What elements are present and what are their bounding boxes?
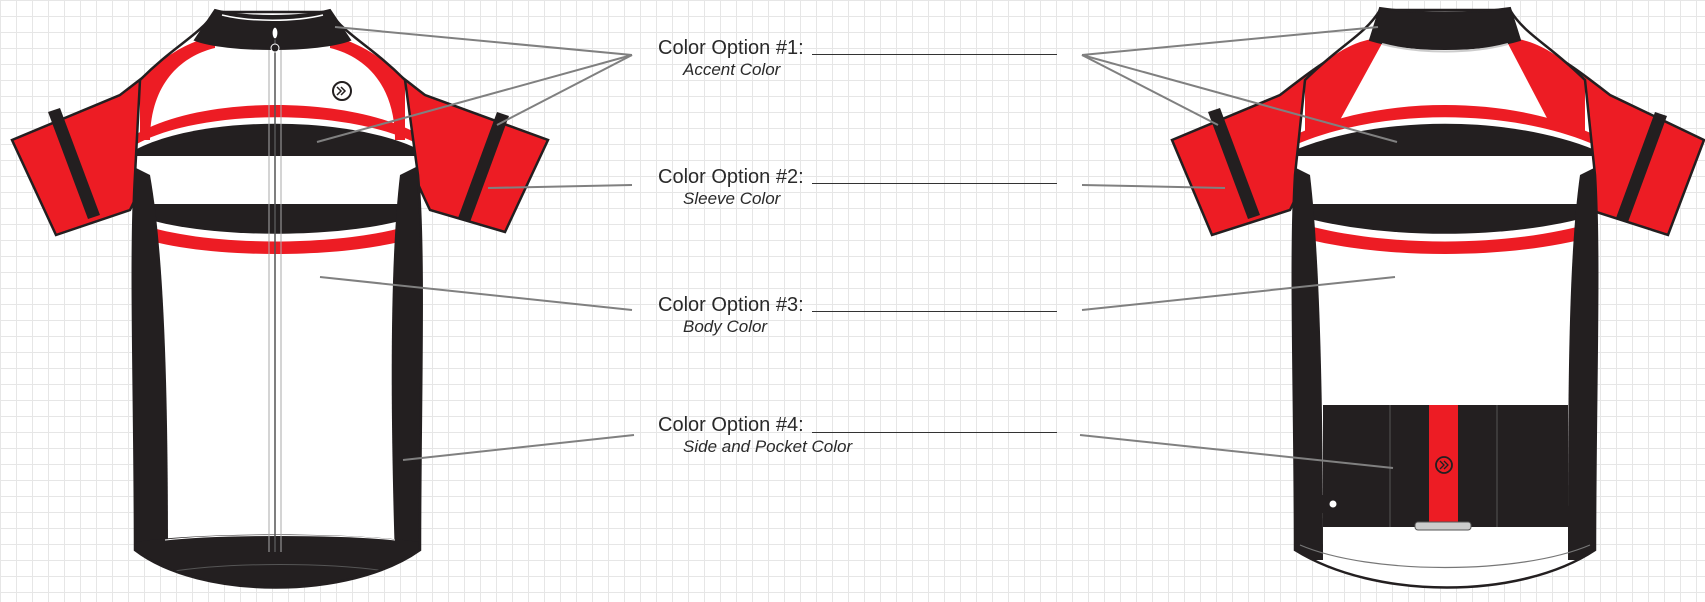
color-option-3-title: Color Option #3: xyxy=(658,294,804,316)
color-option-4: Color Option #4: Side and Pocket Color xyxy=(658,414,1088,458)
back-right-sleeve-stripe xyxy=(1616,112,1667,222)
leader-2-back xyxy=(1081,184,1226,189)
color-option-2-subtitle: Sleeve Color xyxy=(683,189,781,208)
front-right-sleeve-stripe xyxy=(458,112,509,222)
front-jersey xyxy=(10,8,550,589)
leader-3-back xyxy=(1081,276,1396,311)
leader-4-back xyxy=(1079,434,1394,469)
back-right-side-panel xyxy=(1568,160,1598,560)
reflective-tab-icon xyxy=(1322,495,1340,513)
front-left-side-panel xyxy=(132,160,168,560)
leader-2-front xyxy=(487,184,633,189)
back-jersey xyxy=(1170,6,1705,589)
color-option-3-rule xyxy=(812,311,1057,312)
color-option-1: Color Option #1: Accent Color xyxy=(658,37,1088,81)
color-option-2-title: Color Option #2: xyxy=(658,166,804,188)
front-accent-arc-top xyxy=(135,105,420,145)
front-black-band-upper xyxy=(135,123,420,156)
front-accent-arc-bottom xyxy=(135,222,420,254)
color-option-1-subtitle: Accent Color xyxy=(683,60,781,79)
color-option-4-title: Color Option #4: xyxy=(658,414,804,436)
color-option-4-rule xyxy=(812,432,1057,433)
leader-lines xyxy=(316,26,1398,469)
leader-1-back-sleeve xyxy=(1081,54,1219,126)
leader-1-back-collar xyxy=(1081,26,1379,56)
brand-logo-icon xyxy=(1435,456,1453,474)
back-left-sleeve-stripe xyxy=(1208,108,1260,219)
leader-1-back-chest xyxy=(1081,54,1398,143)
back-accent-arc-bottom xyxy=(1295,222,1595,254)
leader-1-front-chest xyxy=(316,54,633,143)
front-hem-band xyxy=(135,534,420,588)
front-black-band-lower xyxy=(135,204,420,234)
color-option-2-rule xyxy=(812,183,1057,184)
color-option-2: Color Option #2: Sleeve Color xyxy=(658,166,1088,210)
leader-4-front xyxy=(402,434,635,461)
back-accent-arc-top xyxy=(1295,105,1595,145)
brand-logo-icon xyxy=(332,81,352,101)
color-option-4-subtitle: Side and Pocket Color xyxy=(683,437,853,456)
leader-3-front xyxy=(319,276,633,311)
zipper-pull-icon xyxy=(270,26,280,53)
front-right-side-panel xyxy=(391,160,422,560)
color-option-3-subtitle: Body Color xyxy=(683,317,768,336)
front-left-sleeve-stripe xyxy=(48,108,100,219)
color-option-3: Color Option #3: Body Color xyxy=(658,294,1088,338)
color-option-1-rule xyxy=(812,54,1057,55)
color-option-1-title: Color Option #1: xyxy=(658,37,804,59)
back-black-band-lower xyxy=(1295,204,1595,234)
leader-1-front-collar xyxy=(334,26,633,56)
back-collar xyxy=(1368,6,1522,50)
back-black-band-upper xyxy=(1295,123,1595,156)
leader-1-front-sleeve xyxy=(496,54,633,126)
